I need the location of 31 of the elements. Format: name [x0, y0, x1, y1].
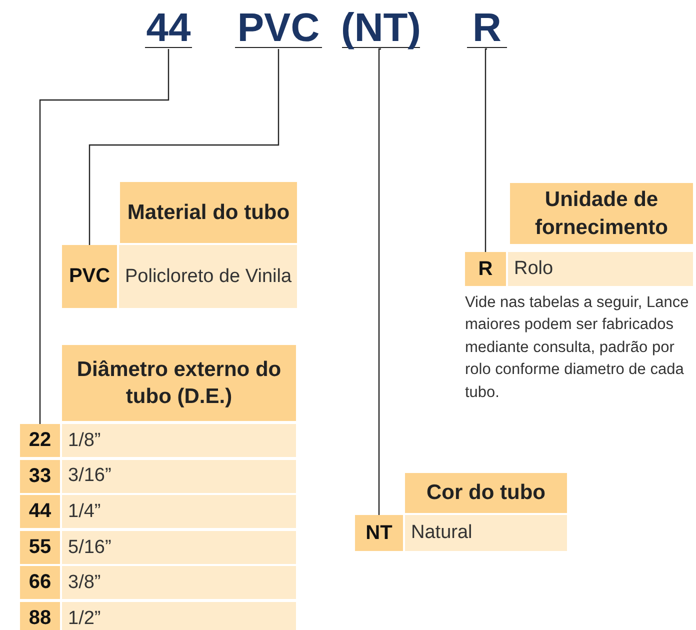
code-segment: PVC: [235, 8, 322, 48]
value-cell: 1/8”: [62, 424, 296, 457]
code-cell: 55: [20, 530, 60, 564]
leader-line: [378, 48, 382, 515]
table-header: Material do tubo: [120, 182, 297, 243]
table-header: Cor do tubo: [405, 473, 567, 513]
code-cell: PVC: [62, 245, 117, 308]
value-cell: 3/16”: [62, 460, 296, 493]
table-header: Diâmetro externo do tubo (D.E.): [62, 345, 296, 421]
code-segment: (NT): [342, 8, 420, 48]
code-cell: 44: [20, 495, 60, 528]
value-cell: Policloreto de Vinila: [119, 245, 297, 308]
leader-line: [39, 49, 170, 424]
code-cell: 22: [20, 424, 60, 457]
value-cell: Natural: [405, 515, 567, 551]
note-text: Vide nas tabelas a seguir, Lance maiores podem ser fabricados mediante consulta, padrão por rolo conforme diametro de cada tubo.: [465, 293, 690, 403]
leader-line: [484, 48, 488, 252]
value-cell: Rolo: [508, 252, 693, 286]
value-cell: 5/16”: [62, 530, 296, 564]
code-segment: R: [467, 8, 507, 48]
code-segment: 44: [145, 8, 192, 48]
value-cell: 3/8”: [62, 566, 296, 600]
code-cell: NT: [355, 515, 403, 551]
table-header: Unidade de fornecimento: [510, 183, 693, 244]
code-cell: R: [465, 252, 506, 286]
code-cell: 88: [20, 602, 60, 630]
value-cell: 1/2”: [62, 602, 296, 630]
value-cell: 1/4”: [62, 495, 296, 528]
code-cell: 66: [20, 566, 60, 600]
code-cell: 33: [20, 460, 60, 493]
leader-line: [88, 49, 280, 245]
